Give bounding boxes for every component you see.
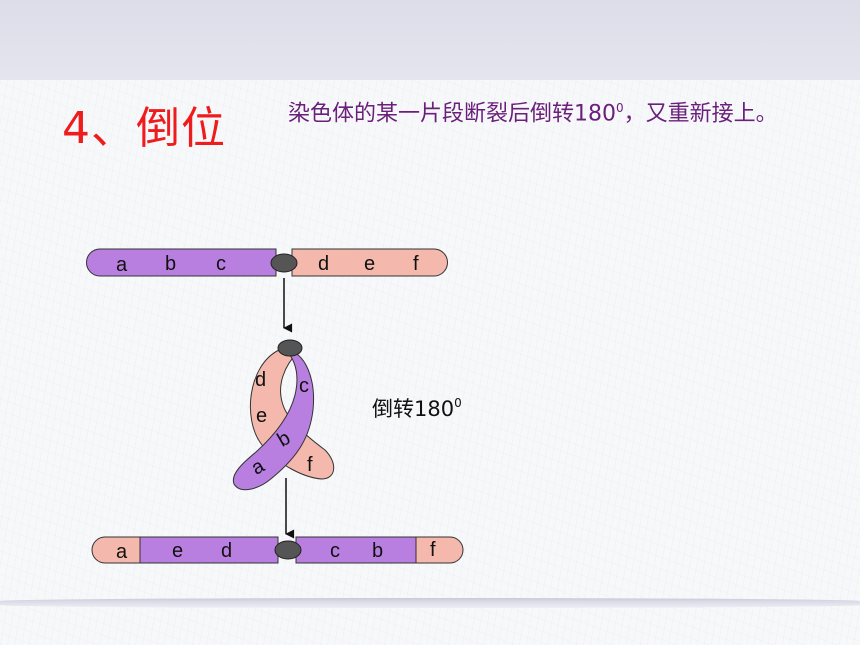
bottom-rule — [0, 598, 860, 608]
gene-label: c — [216, 253, 226, 275]
original-chromosome: a b c d e f — [86, 248, 448, 277]
original-centromere — [270, 253, 298, 273]
loop-caption: 倒转1800 — [372, 396, 462, 421]
original-right-arm — [291, 248, 448, 277]
header-band — [0, 0, 860, 80]
gene-label: f — [307, 454, 313, 476]
gene-label: a — [116, 254, 128, 276]
inverted-chromosome: a e d c b f — [91, 536, 464, 564]
slide-title: 4、倒位 — [62, 103, 226, 154]
inverted-left-pink — [91, 536, 141, 564]
slide-background — [0, 80, 860, 645]
gene-label: b — [372, 540, 383, 562]
inverted-right-purple — [295, 536, 417, 564]
gene-label: a — [116, 541, 128, 563]
gene-label: d — [221, 540, 232, 562]
inverted-right-pink — [415, 536, 464, 564]
inversion-loop: d e f c b a — [232, 339, 335, 491]
gene-label: f — [430, 539, 436, 561]
loop-caption-superscript: 0 — [454, 396, 462, 410]
description-text-after: ，又重新接上。 — [623, 101, 778, 127]
gene-label: c — [299, 375, 309, 397]
inverted-centromere — [274, 540, 302, 560]
gene-label: e — [364, 253, 375, 275]
description-superscript: 0 — [616, 101, 624, 115]
original-left-arm — [86, 248, 277, 277]
gene-label: c — [330, 540, 340, 562]
loop-purple-band — [232, 349, 315, 491]
inverted-left-purple — [139, 536, 279, 564]
gene-label: e — [172, 540, 183, 562]
gene-label: e — [256, 405, 267, 427]
gene-label: b — [165, 253, 176, 275]
loop-caption-text: 倒转180 — [372, 397, 454, 421]
gene-label: f — [413, 253, 419, 275]
gene-label: d — [255, 369, 266, 391]
loop-centromere — [277, 339, 303, 357]
gene-label: d — [318, 253, 329, 275]
description-text: 染色体的某一片段断裂后倒转180 — [288, 101, 616, 127]
slide-description: 染色体的某一片段断裂后倒转1800，又重新接上。 — [288, 92, 813, 130]
